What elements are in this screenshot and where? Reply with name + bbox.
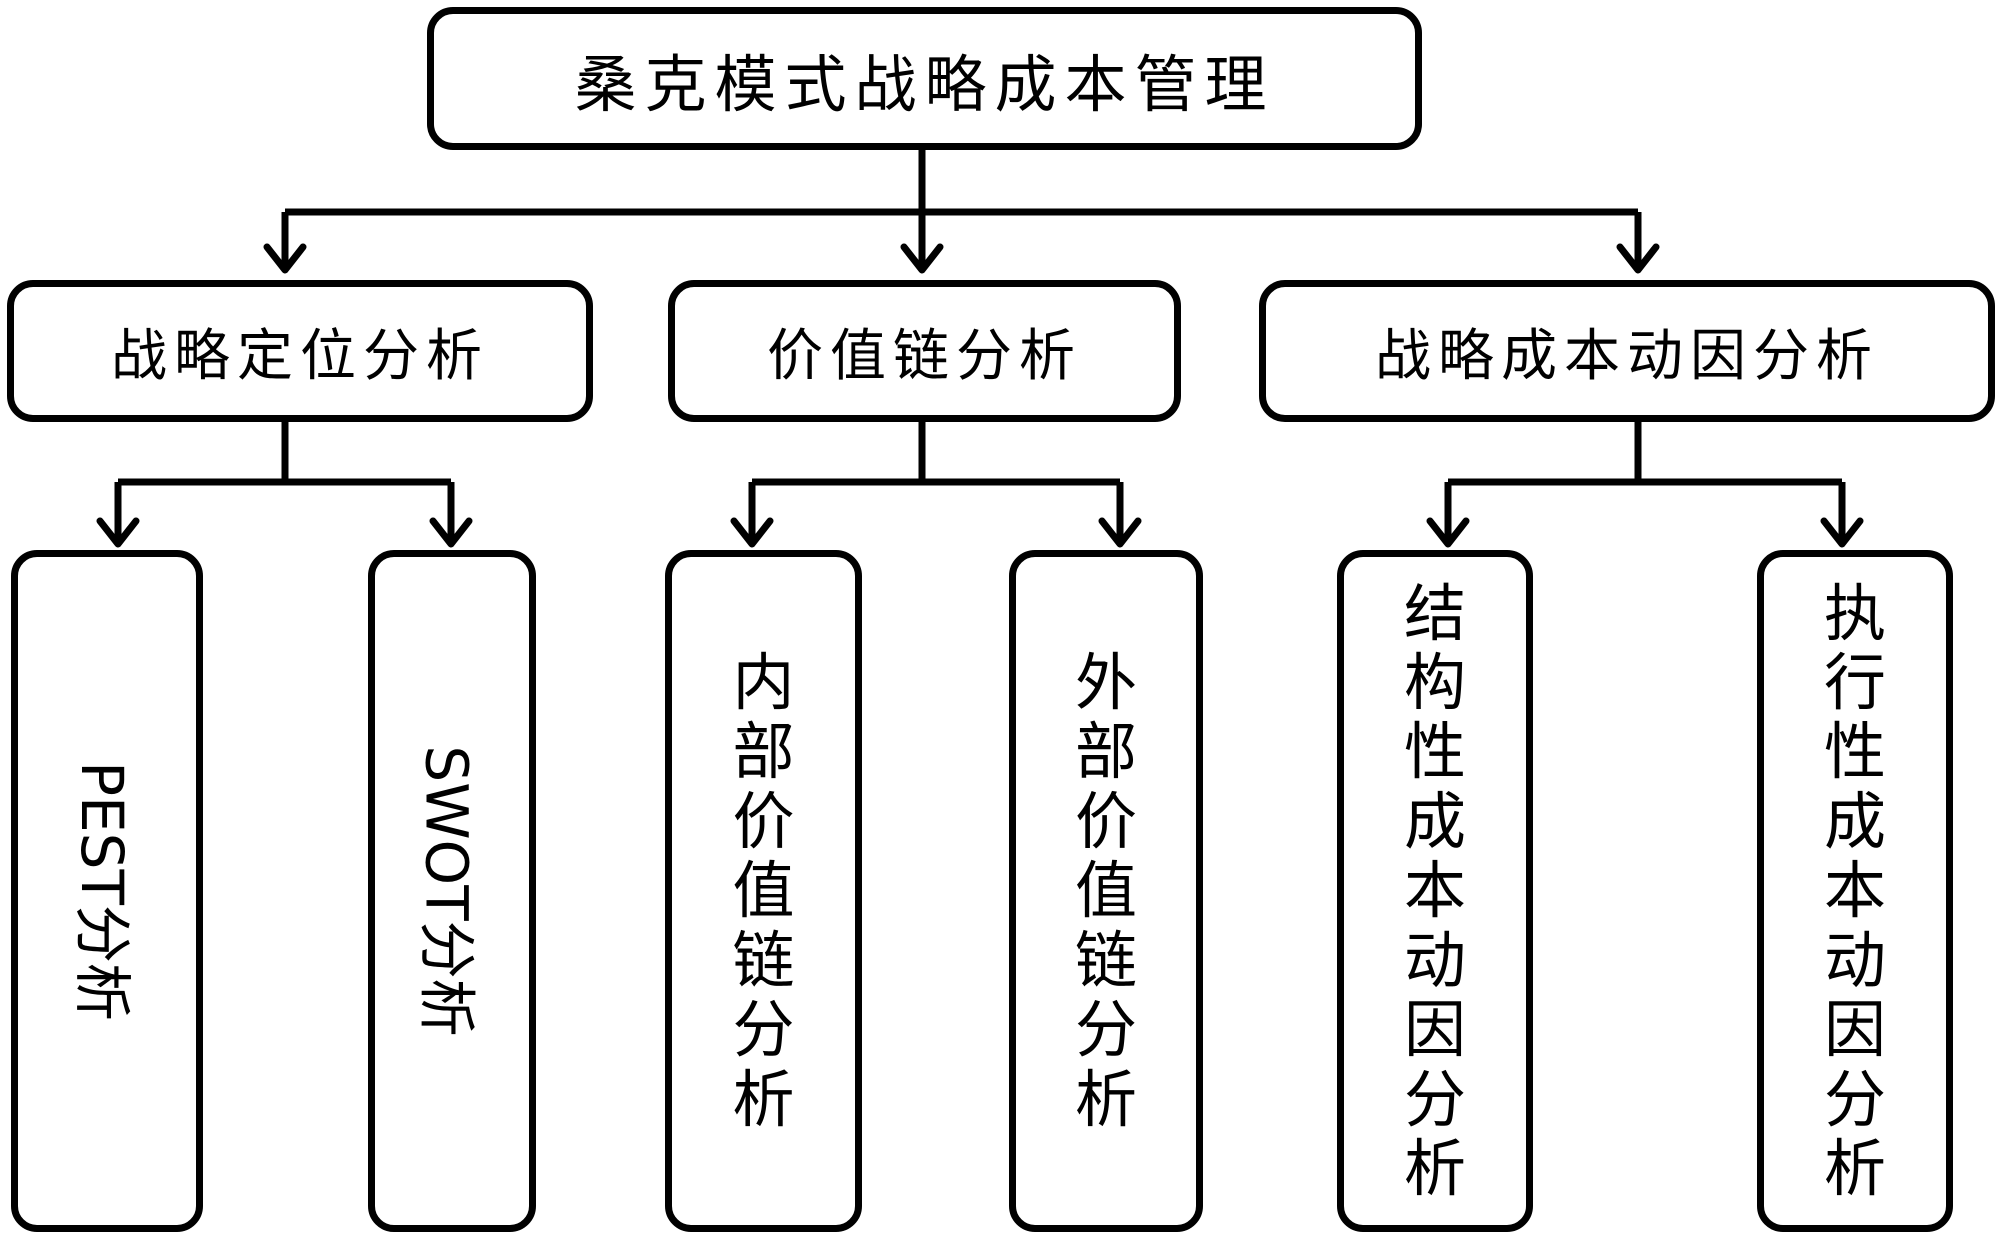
branch-node-cost-drivers: 战略成本动因分析 <box>1259 280 1995 422</box>
leaf-node-label: 执行性成本动因分析 <box>1823 576 1886 1206</box>
root-node: 桑克模式战略成本管理 <box>427 7 1422 150</box>
leaf-node-pest: PEST分析 <box>11 550 203 1232</box>
arrowhead-leaf-3-1 <box>1426 517 1470 548</box>
leaf-node-internal-value-chain: 内部价值链分析 <box>665 550 862 1232</box>
arrowhead-leaf-1-1 <box>96 517 140 548</box>
branch-node-label: 战略成本动因分析 <box>1375 323 1879 389</box>
arrowhead-branch-2 <box>900 243 944 274</box>
leaf-node-label: PEST分析 <box>68 761 136 1021</box>
arrowhead-leaf-2-2 <box>1098 517 1142 548</box>
leaf-node-label: 内部价值链分析 <box>732 645 795 1136</box>
leaf-node-external-value-chain: 外部价值链分析 <box>1009 550 1203 1232</box>
branch-node-label: 战略定位分析 <box>111 323 489 389</box>
arrowhead-branch-3 <box>1616 243 1660 274</box>
arrowhead-branch-1 <box>263 243 307 274</box>
branch-node-positioning: 战略定位分析 <box>7 280 593 422</box>
branch-node-value-chain: 价值链分析 <box>668 280 1181 422</box>
arrowhead-leaf-2-1 <box>730 517 774 548</box>
leaf-node-label: 外部价值链分析 <box>1074 645 1137 1136</box>
leaf-node-structural-cost-drivers: 结构性成本动因分析 <box>1337 550 1533 1232</box>
branch-node-label: 价值链分析 <box>767 323 1082 389</box>
arrowhead-leaf-3-2 <box>1820 517 1864 548</box>
arrowhead-leaf-1-2 <box>429 517 473 548</box>
leaf-node-label: 结构性成本动因分析 <box>1403 576 1466 1206</box>
leaf-node-label: SWOT分析 <box>413 745 481 1037</box>
root-node-label: 桑克模式战略成本管理 <box>574 47 1275 121</box>
leaf-node-executional-cost-drivers: 执行性成本动因分析 <box>1757 550 1953 1232</box>
leaf-node-swot: SWOT分析 <box>368 550 536 1232</box>
